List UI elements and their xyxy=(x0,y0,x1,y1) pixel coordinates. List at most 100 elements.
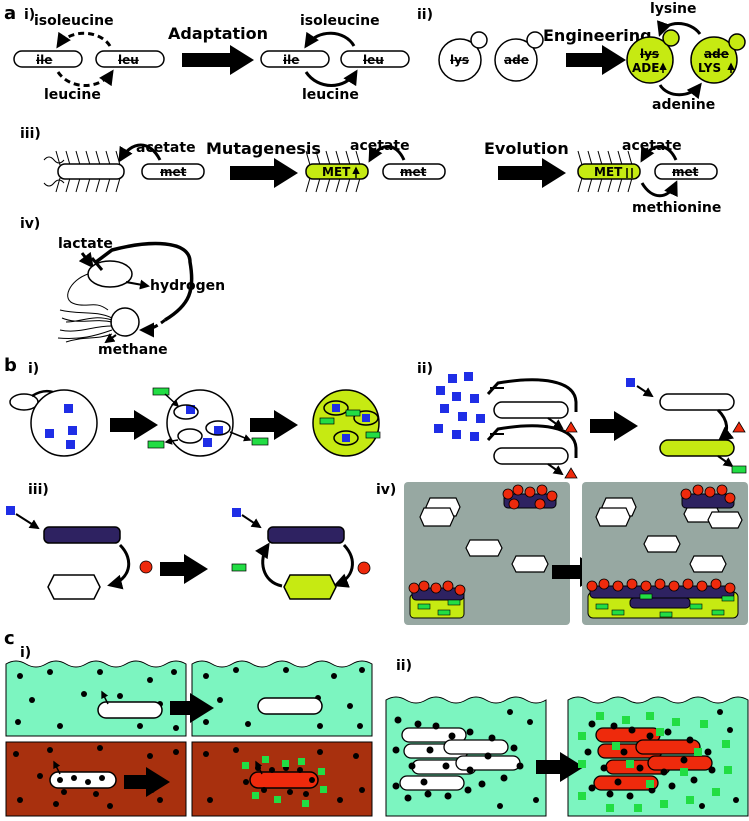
cell-ile-adapted xyxy=(260,50,330,68)
repression-line-2 xyxy=(486,424,578,458)
evolution-label: Evolution xyxy=(484,139,569,158)
gene-ade: ade xyxy=(504,53,529,67)
methanogen-flagella xyxy=(57,309,113,343)
blue-protein xyxy=(45,429,54,438)
b-iii xyxy=(6,506,371,600)
lysine-arrow xyxy=(656,20,702,37)
acetate-arrow-1 xyxy=(118,143,162,163)
lactate-arrow xyxy=(78,251,94,269)
particles-4 xyxy=(203,747,365,803)
yeast-engineered-bud-1 xyxy=(662,29,680,47)
cell-ile xyxy=(13,50,83,68)
vesicle xyxy=(177,428,203,444)
gene-ile-adapted: ile xyxy=(283,53,299,67)
sublabel-b-ii: ii) xyxy=(417,361,433,377)
a-iv-syntrophy: lactate hydrogen methane xyxy=(57,236,225,358)
dashed-arrow-isoleucine xyxy=(56,31,112,49)
plasmid-donor xyxy=(9,393,39,411)
cell-c-i-1 xyxy=(97,701,163,719)
gene-met-2: met xyxy=(400,165,427,179)
inhibition-bar xyxy=(90,257,104,271)
sensor-cell-1 xyxy=(493,401,569,419)
arrow-b-i-1 xyxy=(110,410,158,440)
cell-cluster-1 xyxy=(399,727,521,791)
yeast-engineered-2 xyxy=(690,36,738,84)
cell-met-3 xyxy=(654,163,718,180)
bacterium-cell xyxy=(87,260,133,288)
reporter-cell xyxy=(659,439,735,457)
red-triangle xyxy=(564,421,578,433)
sublabel-a-ii: ii) xyxy=(417,7,433,23)
acetate-arrow-2 xyxy=(368,145,406,163)
blue-protein xyxy=(66,440,75,449)
yeast-ade xyxy=(494,38,538,82)
b-i xyxy=(9,387,381,457)
methionine-label: methionine xyxy=(632,200,721,216)
a-i-left-leucine: leucine xyxy=(44,87,101,103)
sublabel-a-iv: iv) xyxy=(20,216,40,232)
yeast-bud-1 xyxy=(470,31,488,49)
engineering-label: Engineering xyxy=(543,26,652,45)
cell-c-i-2 xyxy=(257,697,323,715)
blue-protein xyxy=(64,404,73,413)
adaptation-label: Adaptation xyxy=(168,24,268,43)
vesicle xyxy=(173,404,199,420)
a-i-left: isoleucine leucine ile leu xyxy=(13,13,165,103)
cell-met-1 xyxy=(141,163,205,180)
particles-5 xyxy=(392,709,539,809)
sublabel-b-i: i) xyxy=(28,361,39,377)
a-i-right: isoleucine leucine ile leu xyxy=(260,13,410,103)
particles-6 xyxy=(584,709,739,809)
hex-cell-activated xyxy=(283,574,337,600)
navy-cell xyxy=(43,526,121,544)
methionine-arrow xyxy=(640,180,678,198)
c-i xyxy=(5,660,373,817)
inhibition-line xyxy=(94,241,194,322)
cell-c-i-4 xyxy=(249,771,319,789)
gene-leu: leu xyxy=(118,53,139,67)
gene-met-3: met xyxy=(672,165,699,179)
adenine-label: adenine xyxy=(652,97,715,113)
sensor-cell-2 xyxy=(493,447,569,465)
bacterium-flagellum xyxy=(67,273,109,311)
yeast-engineered-1 xyxy=(626,36,674,84)
panel-label-c: c xyxy=(4,628,15,649)
cell2-LYS: LYS xyxy=(698,61,721,75)
acetate-arrow-3 xyxy=(640,145,678,163)
hydrogen-arrow xyxy=(125,279,150,290)
dashed-arrow-leucine xyxy=(56,69,114,87)
green-signals xyxy=(578,712,732,812)
gene-MET-upup: MET xyxy=(594,165,623,179)
mutagenesis-arrow xyxy=(230,158,298,188)
methane-label: methane xyxy=(98,342,168,358)
repression-line-1 xyxy=(486,378,578,412)
cell-leu-adapted xyxy=(340,50,410,68)
a-i-right-leucine: leucine xyxy=(302,87,359,103)
flagellated-cell-3 xyxy=(577,150,641,193)
sublabel-a-iii: iii) xyxy=(20,126,41,142)
gene-met-1: met xyxy=(160,165,187,179)
yeast-engineered-bud-2 xyxy=(728,33,746,51)
flagellated-cell-1 xyxy=(43,150,125,193)
a-iii-row: met acetate Mutagenesis MET met acetate … xyxy=(43,138,721,216)
cell-leu xyxy=(95,50,165,68)
mutagenesis-label: Mutagenesis xyxy=(206,139,321,158)
adenine-arrow xyxy=(658,82,702,100)
adaptation-arrow xyxy=(182,45,254,75)
gene-leu-adapted: leu xyxy=(363,53,384,67)
sublabel-c-i: i) xyxy=(20,645,31,661)
arrow-b-ii xyxy=(590,411,638,441)
hydrogen-label: hydrogen xyxy=(150,278,225,294)
panel-label-b: b xyxy=(4,355,17,376)
a-i-right-isoleucine: isoleucine xyxy=(300,13,380,29)
lactate-label: lactate xyxy=(58,236,113,252)
cell1-lys: lys xyxy=(640,47,659,61)
particles-1 xyxy=(15,669,179,731)
gene-MET-up: MET xyxy=(322,165,351,179)
red-dot xyxy=(139,560,153,574)
b-iv xyxy=(404,482,748,625)
sublabel-b-iv: iv) xyxy=(376,482,396,498)
acetate-label-1: acetate xyxy=(136,140,196,156)
red-triangle xyxy=(564,467,578,479)
